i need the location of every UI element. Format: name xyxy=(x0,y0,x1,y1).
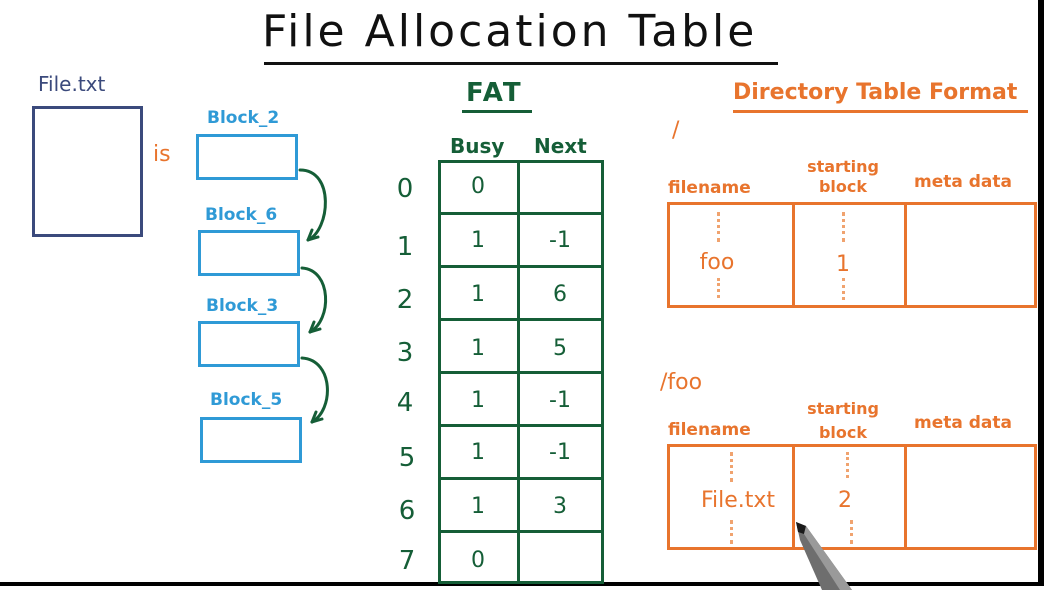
entry-starting-block: 1 xyxy=(836,252,850,277)
fat-underline xyxy=(462,110,532,113)
block-box xyxy=(200,417,302,463)
fat-busy-cell: 1 xyxy=(471,228,485,253)
dotted-continuation xyxy=(717,278,720,298)
fat-busy-cell: 1 xyxy=(471,388,485,413)
block-label: Block_2 xyxy=(207,108,280,128)
pen-icon xyxy=(796,522,852,590)
fat-row-divider xyxy=(438,265,604,268)
directory-title: Directory Table Format xyxy=(733,80,1018,105)
file-name-label: File.txt xyxy=(38,72,106,96)
table-column-divider xyxy=(904,444,907,550)
fat-row-index: 5 xyxy=(398,443,416,473)
directory-table xyxy=(667,202,1037,308)
block-box xyxy=(198,321,300,367)
fat-row-index: 6 xyxy=(398,496,416,526)
directory-table xyxy=(667,444,1037,550)
fat-busy-cell: 1 xyxy=(471,440,485,465)
block-label: Block_3 xyxy=(206,296,279,316)
dotted-continuation xyxy=(842,278,845,300)
fat-header-busy: Busy xyxy=(450,134,505,158)
fat-busy-cell: 1 xyxy=(471,282,485,307)
table-column-divider xyxy=(792,202,795,308)
header-metadata: meta data xyxy=(914,413,1012,433)
header-block: block xyxy=(818,423,868,442)
fat-next-cell: -1 xyxy=(549,388,571,413)
block-chain-arrows xyxy=(298,168,329,424)
chain-arrow-3 xyxy=(300,356,329,424)
block-box xyxy=(198,230,300,276)
dotted-continuation xyxy=(846,452,849,478)
directory-path: / xyxy=(672,118,680,143)
header-starting: starting xyxy=(807,157,879,176)
fat-row-index: 3 xyxy=(396,338,414,368)
dotted-continuation xyxy=(717,212,720,242)
dotted-continuation xyxy=(850,520,853,544)
fat-row-index: 2 xyxy=(396,285,414,315)
fat-row-divider xyxy=(438,318,604,321)
dotted-continuation xyxy=(730,520,733,544)
header-filename: filename xyxy=(668,420,751,440)
fat-row-index: 7 xyxy=(398,546,416,576)
fat-next-cell: 5 xyxy=(553,336,567,361)
fat-busy-cell: 0 xyxy=(471,174,485,199)
header-starting: starting xyxy=(807,399,879,418)
fat-row-divider xyxy=(438,212,604,215)
is-label: is xyxy=(153,142,171,167)
fat-busy-cell: 1 xyxy=(471,494,485,519)
chain-arrow-2 xyxy=(300,266,328,334)
entry-starting-block: 2 xyxy=(838,488,852,513)
block-label: Block_5 xyxy=(210,390,283,410)
block-box xyxy=(196,134,298,180)
entry-filename: File.txt xyxy=(700,488,776,513)
file-box xyxy=(32,106,143,237)
chain-arrow-1 xyxy=(298,168,327,242)
header-metadata: meta data xyxy=(914,172,1012,192)
directory-path: /foo xyxy=(660,370,703,395)
block-label: Block_6 xyxy=(205,205,278,225)
fat-row-index: 0 xyxy=(396,174,414,204)
fat-row-divider xyxy=(438,424,604,427)
title-underline xyxy=(264,62,778,65)
fat-next-cell: -1 xyxy=(549,228,571,253)
fat-row-divider xyxy=(438,371,604,374)
fat-busy-cell: 1 xyxy=(471,336,485,361)
fat-row-index: 1 xyxy=(396,232,414,262)
fat-header-next: Next xyxy=(534,134,587,158)
directory-title-underline xyxy=(733,110,1028,113)
page-title: File Allocation Table xyxy=(262,6,758,57)
table-column-divider xyxy=(904,202,907,308)
header-filename: filename xyxy=(668,178,751,198)
dotted-continuation xyxy=(842,212,845,242)
fat-busy-cell: 0 xyxy=(471,548,485,573)
fat-row-divider xyxy=(438,477,604,480)
fat-next-cell: -1 xyxy=(549,440,571,465)
header-block: block xyxy=(818,177,868,196)
table-column-divider xyxy=(792,444,795,550)
fat-row-index: 4 xyxy=(396,388,414,418)
fat-next-cell: 6 xyxy=(553,282,567,307)
fat-label: FAT xyxy=(466,78,523,108)
dotted-continuation xyxy=(730,452,733,482)
fat-next-cell: 3 xyxy=(553,494,567,519)
fat-row-divider xyxy=(438,530,604,533)
entry-filename: foo xyxy=(699,250,735,275)
